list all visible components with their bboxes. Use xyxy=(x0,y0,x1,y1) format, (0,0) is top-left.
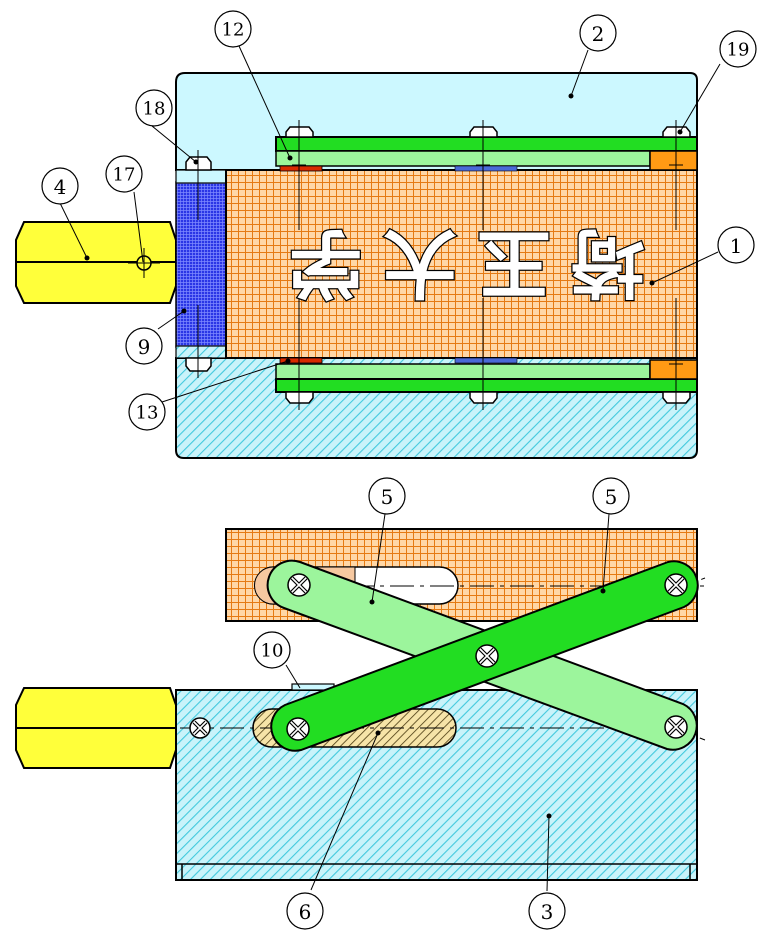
upper-mid-mark xyxy=(454,165,518,172)
blue-block-top-cap xyxy=(175,169,227,184)
lower-pin-13 xyxy=(279,357,323,364)
callout-19: 19 xyxy=(719,30,757,68)
callout-4: 4 xyxy=(41,167,79,205)
screw-base-left xyxy=(189,717,211,739)
callout-5-right: 5 xyxy=(592,477,630,515)
svg-text:6: 6 xyxy=(299,900,312,924)
svg-text:13: 13 xyxy=(136,403,159,424)
svg-text:3: 3 xyxy=(541,900,554,924)
callout-12: 12 xyxy=(214,10,252,48)
svg-text:9: 9 xyxy=(138,335,151,359)
screw-17-center xyxy=(128,248,160,278)
stage-plate xyxy=(225,169,698,359)
callout-6: 6 xyxy=(286,892,324,930)
screw-top-left xyxy=(287,573,311,597)
upper-pin-12 xyxy=(279,165,323,172)
upper-rail-inner xyxy=(275,150,651,167)
svg-text:19: 19 xyxy=(727,40,750,61)
callout-5-left: 5 xyxy=(368,477,406,515)
screw-top-right xyxy=(664,573,688,597)
screw-bottom-right xyxy=(664,715,688,739)
callout-1: 1 xyxy=(717,226,755,264)
svg-text:10: 10 xyxy=(261,641,284,662)
callout-10: 10 xyxy=(253,631,291,669)
upper-spacer xyxy=(649,150,698,171)
callout-9: 9 xyxy=(125,327,163,365)
svg-text:5: 5 xyxy=(381,485,394,509)
pivot-screws xyxy=(189,573,688,741)
embossed-text: 埼玉大学 xyxy=(269,219,645,305)
lower-mid-mark xyxy=(454,357,518,364)
bolt-heads-top xyxy=(185,126,691,171)
lower-spacer xyxy=(649,359,698,380)
svg-text:1: 1 xyxy=(730,234,743,258)
screw-bottom-left xyxy=(286,717,310,741)
callout-3: 3 xyxy=(528,892,566,930)
callout-17: 17 xyxy=(105,155,143,193)
screw-center xyxy=(475,644,499,668)
blue-block xyxy=(175,181,227,348)
callout-13: 13 xyxy=(128,393,166,431)
svg-text:12: 12 xyxy=(222,20,245,41)
lower-rail-inner xyxy=(275,363,651,380)
bottom-view xyxy=(15,528,706,881)
svg-text:18: 18 xyxy=(143,99,166,120)
svg-text:17: 17 xyxy=(113,165,136,186)
svg-text:2: 2 xyxy=(592,22,605,46)
upper-rail-outer xyxy=(275,136,698,152)
bolt-centerlines xyxy=(197,120,683,410)
blue-block-bottom-cap xyxy=(175,345,227,359)
top-view: 埼玉大学 xyxy=(15,72,698,459)
callout-18: 18 xyxy=(135,89,173,127)
callout-2: 2 xyxy=(579,14,617,52)
svg-text:5: 5 xyxy=(605,485,618,509)
lower-rail-outer xyxy=(275,378,698,393)
callouts: 2 19 12 18 17 4 1 9 xyxy=(41,10,757,930)
hex-nut-lower xyxy=(15,687,177,769)
svg-text:4: 4 xyxy=(54,175,67,199)
leader-dots xyxy=(84,93,683,819)
leader-lines xyxy=(59,45,721,892)
